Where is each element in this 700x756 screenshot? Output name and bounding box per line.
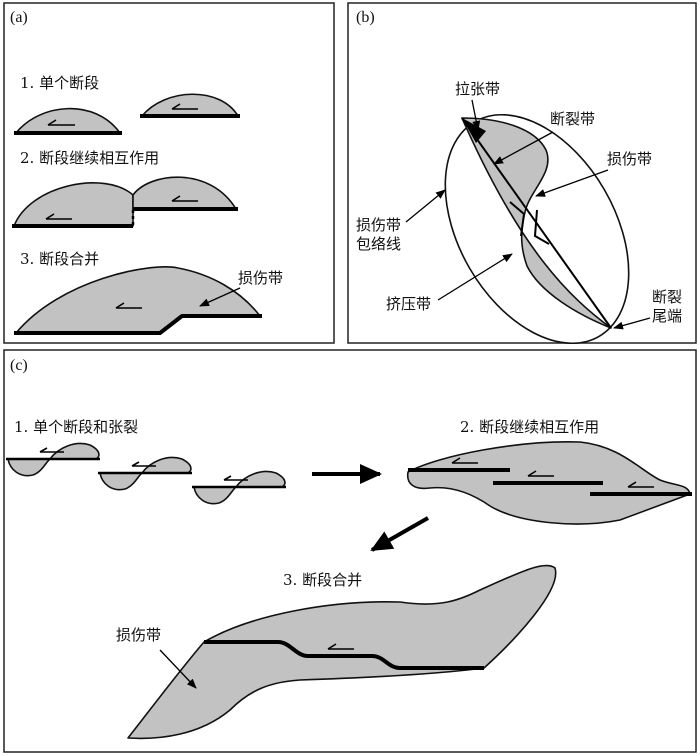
damage-zone-pointer-c xyxy=(159,649,197,689)
damage-zone-pointer-a xyxy=(199,287,241,307)
slip-arrow-c3 xyxy=(223,475,248,481)
fault-merged-c xyxy=(204,640,484,670)
fault-tip-label-line2: 尾端 xyxy=(652,307,682,325)
damage-zone-merged-a xyxy=(15,266,261,334)
fault-zone-pointer xyxy=(493,131,554,165)
step3-label-a: 3. 断段合并 xyxy=(20,250,99,268)
fault-tip-label-line1: 断裂 xyxy=(652,288,682,306)
damage-zone-label-a: 损伤带 xyxy=(238,269,283,287)
tension-lobe-1a xyxy=(7,458,51,477)
step2-label-a: 2. 断段继续相互作用 xyxy=(20,149,159,167)
fault-tip-pointer xyxy=(613,317,651,330)
panel-c-label: (c) xyxy=(10,357,28,374)
compression-zone-label: 挤压带 xyxy=(386,295,431,313)
slip-arrow-c7 xyxy=(327,643,354,650)
slip-arrow-1 xyxy=(47,119,75,126)
slip-arrow-4 xyxy=(171,195,198,202)
panel-a-label: (a) xyxy=(10,9,28,26)
panel-b: (b) 拉张带 断裂带 损伤带 损伤带 包络线 挤压带 断裂 尾端 xyxy=(347,2,697,345)
step1-label-a: 1. 单个断段 xyxy=(20,74,99,92)
damage-zone-label-c: 损伤带 xyxy=(116,626,161,644)
step2-label-c: 2. 断段继续相互作用 xyxy=(460,418,599,436)
step3-label-c: 3. 断段合并 xyxy=(283,571,362,589)
panel-b-label: (b) xyxy=(356,9,375,26)
fault-zone-label: 断裂带 xyxy=(550,110,595,128)
step1-label-c: 1. 单个断段和张裂 xyxy=(14,418,138,436)
shear-sense-arrows xyxy=(509,201,550,245)
progress-arrow-2 xyxy=(370,516,429,552)
tension-lobe-2a xyxy=(99,472,143,491)
slip-arrow-c4 xyxy=(451,457,478,464)
tension-lobe-1b xyxy=(49,442,100,460)
damage-zone-label-b: 损伤带 xyxy=(607,150,652,168)
tension-lobe-3b xyxy=(235,470,286,488)
extension-zone-pointer xyxy=(471,99,481,131)
envelope-label-line2: 包络线 xyxy=(356,235,401,253)
compression-zone-pointer xyxy=(437,253,513,301)
slip-arrow-c6 xyxy=(627,481,654,488)
envelope-label-line1: 损伤带 xyxy=(356,216,401,234)
slip-arrow-c1 xyxy=(39,447,64,453)
panel-a: (a) 1. 单个断段 2. 断段继续相互作用 3. 断段合并 损伤带 xyxy=(3,2,335,344)
damage-zone-single-1 xyxy=(15,107,121,134)
slip-arrow-c2 xyxy=(131,461,156,467)
tension-lobe-3a xyxy=(193,486,237,505)
damage-zone-merged-c xyxy=(127,564,557,740)
panel-c-frame xyxy=(3,349,697,753)
tension-lobe-2b xyxy=(141,456,192,474)
envelope-pointer xyxy=(405,189,446,223)
slip-arrow-c5 xyxy=(527,470,554,477)
fault-merged-a xyxy=(14,314,262,335)
damage-zone-pointer-b xyxy=(535,169,609,197)
slip-arrow-5 xyxy=(115,302,142,309)
panel-c: (c) 1. 单个断段和张裂 2. 断段继续相互作用 3. 断段合并 损伤带 xyxy=(3,349,697,753)
damage-zone-single-2 xyxy=(141,93,239,117)
extension-zone-label: 拉张带 xyxy=(455,80,500,98)
slip-arrow-3 xyxy=(45,213,72,220)
slip-arrow-2 xyxy=(171,103,198,110)
